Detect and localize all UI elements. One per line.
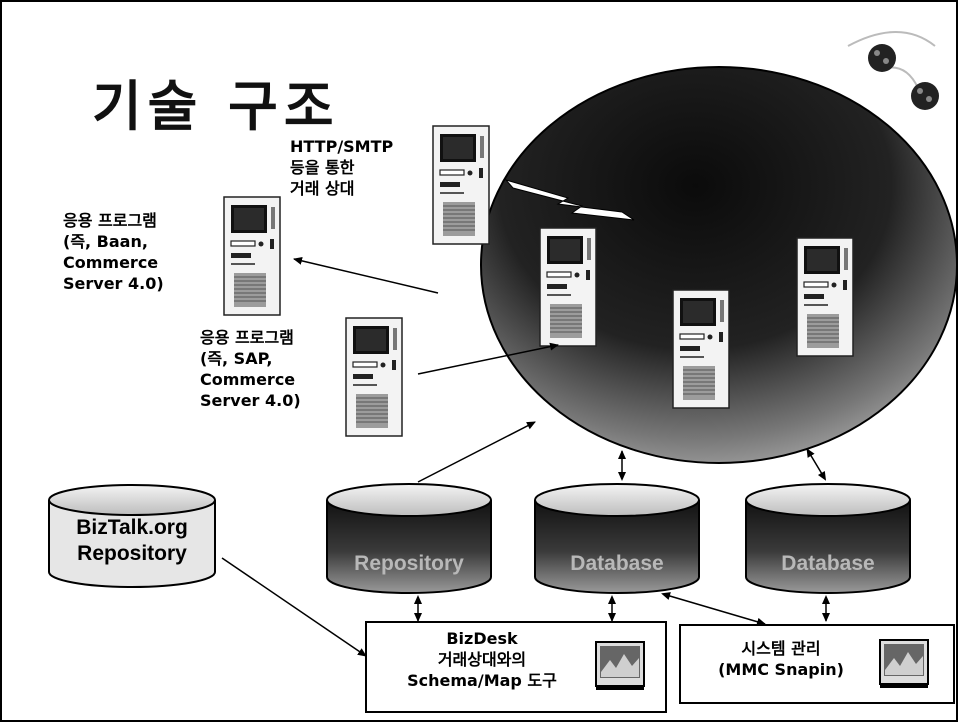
database-2: Database <box>745 483 911 594</box>
lightning-bolt-icon <box>504 179 635 221</box>
network-sphere <box>480 66 958 464</box>
database-2-label: Database <box>781 552 874 575</box>
app1-label: 응용 프로그램 (즉, Baan, Commerce Server 4.0) <box>63 211 164 293</box>
arrow-repository-to-hub <box>417 421 536 483</box>
partner-label: HTTP/SMTP 등을 통한 거래 상대 <box>290 137 394 198</box>
hub-server-icon-1 <box>539 227 597 347</box>
arrow-database2-hub <box>806 448 827 481</box>
app-server-icon-1 <box>223 196 281 316</box>
arrow-database1-sysadmin <box>661 592 766 626</box>
bizdesk-monitor-icon <box>595 641 645 691</box>
partner-server-icon <box>432 125 490 245</box>
arrow-app2-to-hub <box>417 342 559 375</box>
database-1: Database <box>534 483 700 594</box>
corner-clipart-icon <box>847 31 939 110</box>
app2-label: 응용 프로그램 (즉, SAP, Commerce Server 4.0) <box>200 328 301 410</box>
hub-server-icon-2 <box>672 289 730 409</box>
hub-server-icon-3 <box>796 237 854 357</box>
database-1-label: Database <box>570 552 663 575</box>
bizdesk-label: BizDesk 거래상대와의 Schema/Map 도구 <box>407 629 557 690</box>
repository-db: Repository <box>326 483 492 594</box>
arrow-biztalk-to-bizdesk <box>221 557 367 657</box>
sysadmin-label: 시스템 관리 (MMC Snapin) <box>718 639 844 679</box>
repository-label: Repository <box>354 552 464 575</box>
slide-title: 기술 구조 <box>92 75 340 138</box>
app-server-icon-2 <box>345 317 403 437</box>
sysadmin-monitor-icon <box>879 639 929 689</box>
arrow-to-app1 <box>293 256 439 294</box>
